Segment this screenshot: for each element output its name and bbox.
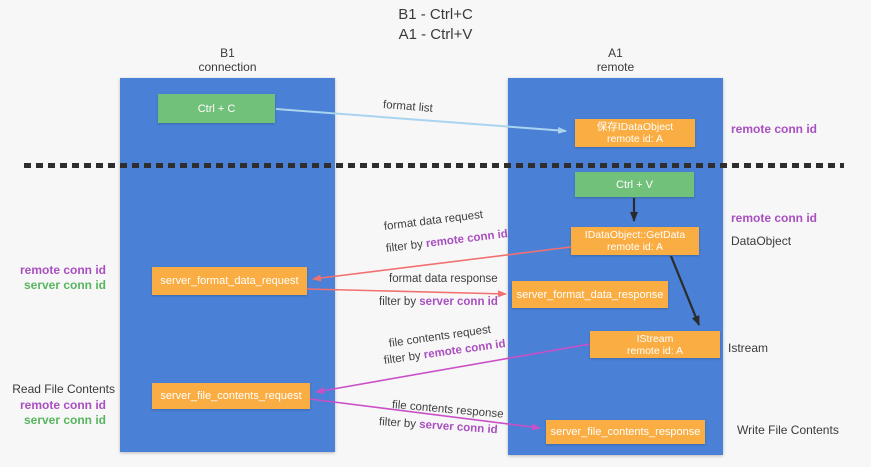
filter-by-text: filter by [383,349,422,367]
node-server-format-data-request: server_format_data_request [152,267,307,295]
node-istream: IStream remote id: A [590,331,720,358]
node-idataobject-getdata: IDataObject::GetData remote id: A [571,227,699,255]
annotation-left-remote-conn-id-bottom: remote conn id [19,398,106,412]
node-save-idataobject-line2: remote id: A [606,133,664,145]
annotation-remote-conn-id-top: remote conn id [731,122,818,136]
node-server-file-contents-response-label: server_file_contents_response [550,426,701,438]
node-istream-line1: IStream [636,332,674,345]
node-save-idataobject-line1: 保存IDataObject [596,121,674,133]
lane-b1-title: B1 [220,46,235,60]
filter-by-text: filter by [385,238,424,255]
server-conn-id-text: server conn id [418,418,499,437]
node-server-format-data-response-label: server_format_data_response [516,288,664,301]
lane-b1-subtitle: connection [198,60,257,74]
edge-label-filter-server-2: filter by server conn id [379,416,498,436]
node-ctrl-v-label: Ctrl + V [616,178,653,191]
node-istream-line2: remote id: A [626,344,684,357]
dashed-divider [24,163,844,168]
edge-label-format-data-response: format data response [389,273,498,285]
annotation-read-file-contents: Read File Contents [12,382,115,396]
lane-a1-subtitle: remote [596,60,635,74]
node-server-file-contents-request-label: server_file_contents_request [160,390,302,402]
edge-label-format-data-request: format data request [383,208,484,233]
node-server-file-contents-request: server_file_contents_request [152,383,310,409]
annotation-write-file-contents: Write File Contents [737,423,839,437]
node-server-format-data-response: server_format_data_response [512,281,668,308]
edge-label-filter-server-1: filter by server conn id [379,296,498,308]
title-line-2: A1 - Ctrl+V [398,26,473,43]
diagram-title: B1 - Ctrl+C A1 - Ctrl+V [0,5,871,45]
node-ctrl-c-label: Ctrl + C [197,102,236,115]
edge-label-filter-remote-1: filter by remote conn id [385,228,508,255]
filter-by-text: filter by [379,296,417,308]
node-ctrl-c: Ctrl + C [158,94,275,123]
lane-a1-title: A1 [608,46,623,60]
lane-header-b1: B1 connection [120,46,335,74]
annotation-left-server-conn-id-bottom: server conn id [23,413,106,427]
annotation-dataobject: DataObject [731,234,792,248]
node-server-format-data-request-label: server_format_data_request [160,275,299,287]
node-getdata-line1: IDataObject::GetData [584,229,686,241]
annotation-remote-conn-id-mid: remote conn id [731,211,818,225]
annotation-left-server-conn-id-top: server conn id [23,278,106,292]
arrow-format-data-response [306,288,507,298]
server-conn-id-text: server conn id [419,296,498,308]
annotation-istream: Istream [728,341,769,355]
filter-by-text: filter by [378,416,417,431]
remote-conn-id-text: remote conn id [425,228,509,251]
node-ctrl-v: Ctrl + V [575,172,694,197]
lane-header-a1: A1 remote [508,46,723,74]
edge-label-format-list: format list [382,99,434,115]
node-getdata-line2: remote id: A [606,241,664,253]
node-server-file-contents-response: server_file_contents_response [546,420,705,444]
title-line-1: B1 - Ctrl+C [398,6,473,23]
node-save-idataobject: 保存IDataObject remote id: A [575,119,695,147]
annotation-left-remote-conn-id-top: remote conn id [19,263,106,277]
